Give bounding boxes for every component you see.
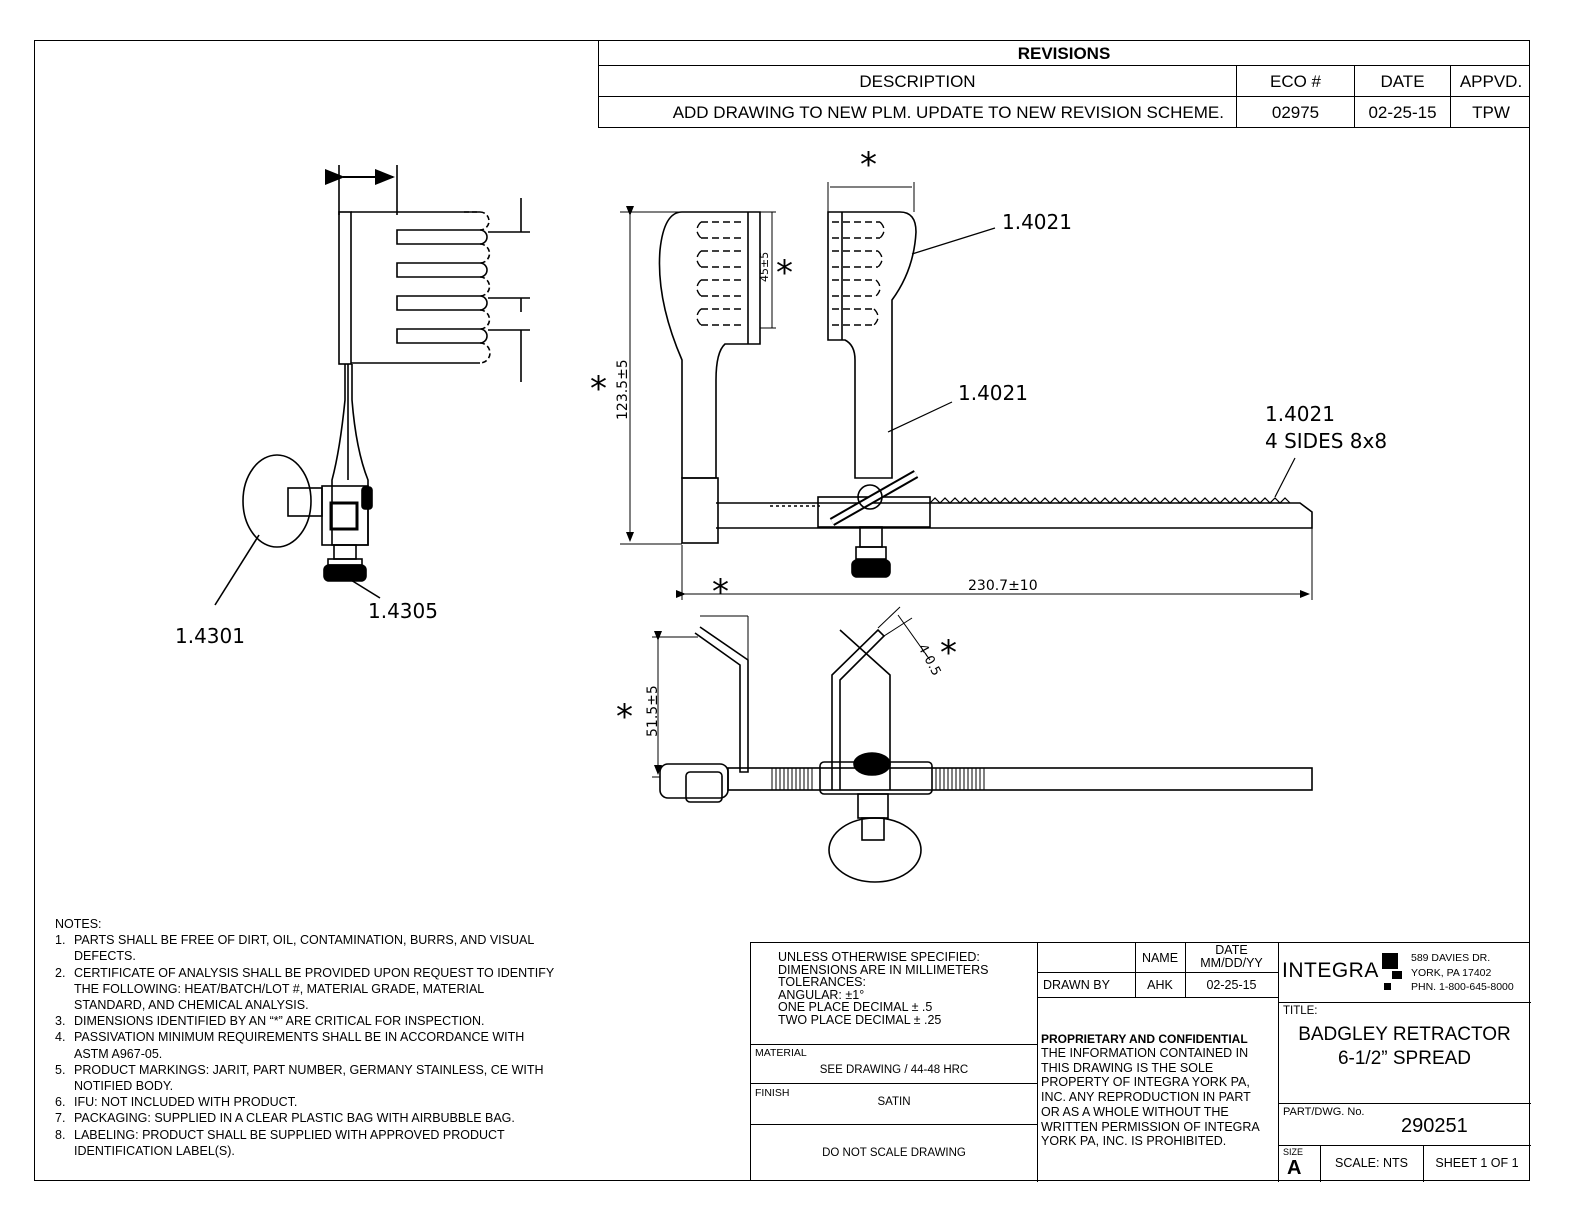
- notes: NOTES: 1.PARTS SHALL BE FREE OF DIRT, OI…: [55, 916, 555, 1159]
- no-scale-note: DO NOT SCALE DRAWING: [822, 1147, 966, 1159]
- drawn-by-date: 02-25-15: [1206, 978, 1257, 992]
- note-item: 4.PASSIVATION MINIMUM REQUIREMENTS SHALL…: [55, 1030, 525, 1061]
- callout-blade: 1.4021: [1002, 210, 1072, 234]
- part-label: PART/DWG. No.: [1283, 1106, 1365, 1118]
- header-eco: ECO #: [1236, 66, 1354, 97]
- revisions-table: REVISIONS DESCRIPTION ECO # DATE APPVD. …: [598, 40, 1530, 128]
- material-value: SEE DRAWING / 44-48 HRC: [819, 1064, 969, 1076]
- logo-square-icon: [1384, 983, 1391, 990]
- logo-square-icon: [1392, 971, 1402, 979]
- dim-blade: 45±5: [758, 252, 771, 282]
- title-label: TITLE:: [1283, 1005, 1318, 1017]
- revisions-header-row: DESCRIPTION ECO # DATE APPVD.: [599, 65, 1529, 97]
- company-address: 589 DAVIES DR. YORK, PA 17402 PHN. 1-800…: [1411, 952, 1514, 993]
- top-view: [652, 606, 1313, 883]
- callout-knob: 1.4305: [368, 599, 438, 623]
- title-block: UNLESS OTHERWISE SPECIFIED: DIMENSIONS A…: [750, 942, 1531, 1182]
- date-header: DATE MM/DD/YY: [1200, 943, 1263, 970]
- critical-mark: *: [940, 633, 957, 673]
- finish-value: SATIN: [877, 1096, 911, 1108]
- revision-date: 02-25-15: [1354, 97, 1450, 128]
- callout-bar: 1.4021: [1265, 402, 1335, 426]
- note-item: 1.PARTS SHALL BE FREE OF DIRT, OIL, CONT…: [55, 933, 534, 964]
- note-item: 3.DIMENSIONS IDENTIFIED BY AN “*” ARE CR…: [55, 1014, 485, 1029]
- callout-arm: 1.4021: [958, 381, 1028, 405]
- callout-bar-sides: 4 SIDES 8x8: [1265, 429, 1387, 453]
- critical-mark: *: [616, 697, 633, 737]
- revision-eco: 02975: [1236, 97, 1354, 128]
- scale: SCALE: NTS: [1335, 1156, 1408, 1170]
- critical-mark: *: [860, 145, 877, 185]
- material-label: MATERIAL: [755, 1047, 807, 1059]
- dim-length: 230.7±10: [968, 578, 1038, 594]
- header-description: DESCRIPTION: [859, 71, 976, 91]
- size-label: SIZE: [1283, 1147, 1304, 1157]
- header-date: DATE: [1354, 66, 1450, 97]
- finish-label: FINISH: [755, 1087, 790, 1099]
- note-item: 2.CERTIFICATE OF ANALYSIS SHALL BE PROVI…: [55, 965, 554, 1013]
- front-view: [620, 182, 1313, 600]
- note-item: 6.IFU: NOT INCLUDED WITH PRODUCT.: [55, 1095, 298, 1110]
- drawing-title: BADGLEY RETRACTOR 6-1/2” SPREAD: [1298, 1024, 1511, 1069]
- note-item: 7.PACKAGING: SUPPLIED IN A CLEAR PLASTIC…: [55, 1111, 515, 1126]
- drawing-border: [34, 40, 1530, 1181]
- dim-height: 123.5±5: [615, 359, 631, 420]
- drawn-by-label: DRAWN BY: [1043, 978, 1110, 992]
- revision-row: ADD DRAWING TO NEW PLM. UPDATE TO NEW RE…: [599, 96, 1529, 128]
- size-value: A: [1287, 1157, 1302, 1179]
- drawn-by-name: AHK: [1147, 978, 1173, 992]
- revision-appvd: TPW: [1450, 97, 1531, 128]
- logo-square-icon: [1382, 953, 1398, 969]
- part-number: 290251: [1401, 1115, 1468, 1137]
- name-header: NAME: [1141, 951, 1179, 965]
- header-appvd: APPVD.: [1450, 66, 1531, 97]
- note-item: 8.LABELING: PRODUCT SHALL BE SUPPLIED WI…: [55, 1127, 505, 1158]
- company-logo: INTEGRA: [1282, 959, 1379, 982]
- critical-mark: *: [776, 253, 793, 293]
- tolerance-spec: UNLESS OTHERWISE SPECIFIED: DIMENSIONS A…: [778, 950, 989, 1027]
- side-view: [214, 165, 530, 606]
- proprietary-text: THE INFORMATION CONTAINED IN THIS DRAWIN…: [1041, 1046, 1260, 1149]
- dim-depth: 51.5±5: [645, 685, 661, 737]
- sheet: SHEET 1 OF 1: [1435, 1156, 1519, 1170]
- critical-mark: *: [712, 572, 729, 612]
- critical-mark: *: [590, 369, 607, 409]
- revision-description: ADD DRAWING TO NEW PLM. UPDATE TO NEW RE…: [672, 102, 1224, 122]
- proprietary-title: PROPRIETARY AND CONFIDENTIAL: [1041, 1032, 1248, 1046]
- callout-cap: 1.4301: [175, 624, 245, 648]
- notes-heading: NOTES:: [55, 917, 102, 931]
- revisions-title: REVISIONS: [1017, 44, 1111, 63]
- note-item: 5.PRODUCT MARKINGS: JARIT, PART NUMBER, …: [55, 1062, 544, 1094]
